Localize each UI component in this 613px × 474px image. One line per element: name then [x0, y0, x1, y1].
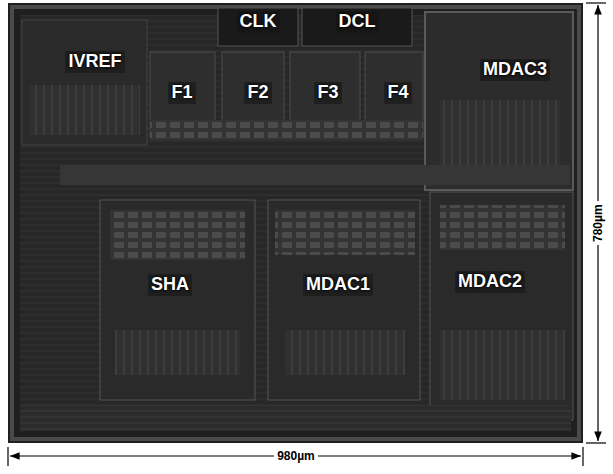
block-label: F4 — [384, 82, 411, 104]
block-label: IVREF — [65, 51, 124, 73]
mdac-block: MDAC2 — [430, 192, 573, 420]
block-label: F2 — [244, 82, 271, 104]
sample-hold-block: SHA — [100, 200, 255, 400]
block-label: DCL — [336, 11, 379, 33]
flash-block: F4 — [365, 52, 423, 137]
flash-block: F2 — [222, 52, 284, 137]
clock-block: CLK — [218, 8, 298, 46]
block-label: MDAC1 — [303, 274, 373, 296]
block-label: MDAC2 — [455, 271, 525, 293]
dimension-label: 980µm — [274, 449, 318, 463]
block-label: CLK — [237, 11, 280, 33]
mdac-block: MDAC1 — [268, 200, 420, 400]
block-label: F1 — [168, 82, 195, 104]
block-label: F3 — [314, 82, 341, 104]
block-label: SHA — [148, 274, 192, 296]
flash-block: F1 — [150, 52, 215, 137]
block-label: MDAC3 — [480, 59, 550, 81]
logic-block: DCL — [302, 8, 412, 46]
mdac-block: MDAC3 — [425, 12, 573, 190]
reference-block: IVREF — [22, 20, 147, 145]
dimension-label: 780µm — [591, 201, 605, 245]
flash-block: F3 — [290, 52, 360, 137]
